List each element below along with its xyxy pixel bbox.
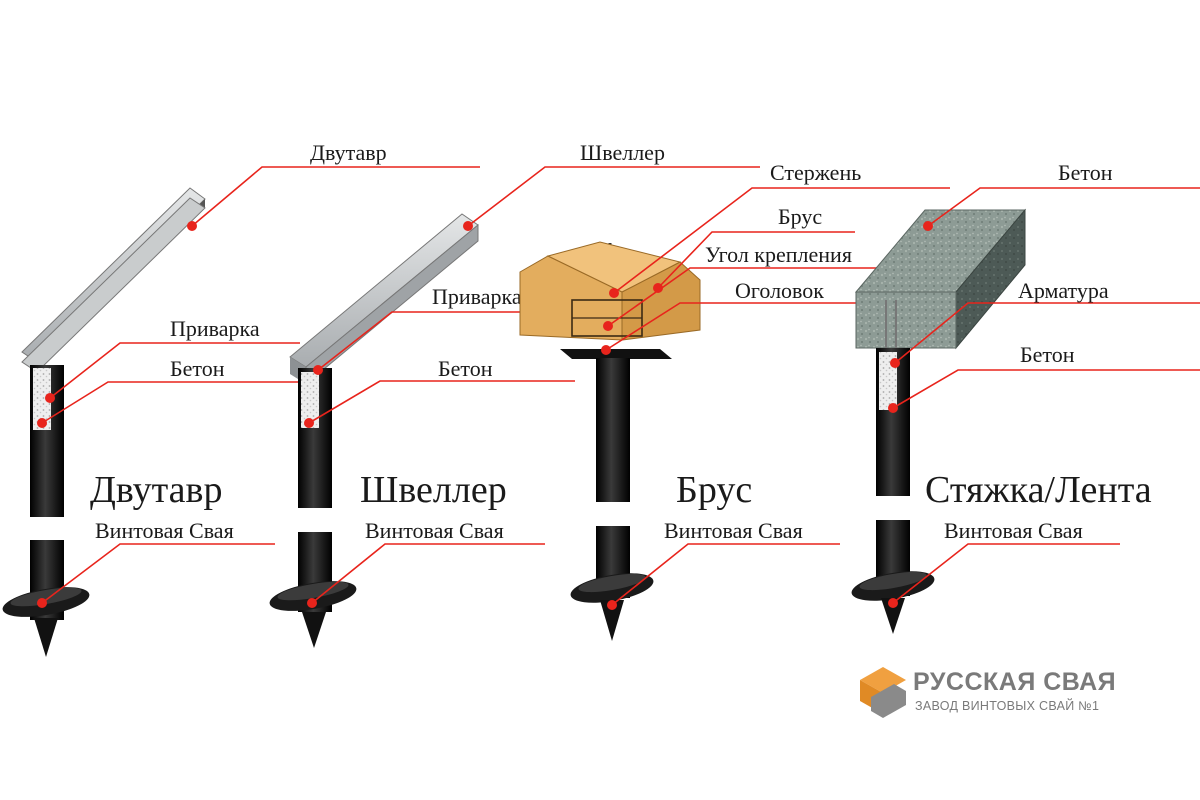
label-beam: Брус — [778, 204, 822, 229]
slab-front — [855, 291, 957, 349]
subtitle-pile-4: Винтовая Свая — [944, 518, 1083, 543]
label-i-beam: Двутавр — [310, 140, 387, 165]
leader-cap — [605, 302, 880, 351]
leader-i-beam — [191, 166, 480, 227]
label-rebar: Арматура — [1018, 278, 1109, 303]
leader-pile-3 — [611, 543, 840, 606]
label-concrete-4: Бетон — [1020, 342, 1075, 367]
pile-concrete-fill — [33, 368, 51, 430]
pile-upper-pipe — [596, 358, 630, 502]
pile-tip — [302, 612, 326, 648]
leader-concrete-2 — [308, 380, 575, 424]
subtitle-pile-2: Винтовая Свая — [365, 518, 504, 543]
leader-concrete-1 — [41, 381, 300, 424]
label-concrete-2: Бетон — [438, 356, 493, 381]
brand-logo: РУССКАЯ СВАЯ ЗАВОД ВИНТОВЫХ СВАЙ №1 — [860, 667, 1116, 718]
leader-pile-2 — [311, 543, 545, 604]
leader-pile-1 — [41, 543, 275, 604]
column-timber: Стержень Брус Угол крепления Оголовок Бр… — [519, 160, 950, 641]
title-timber: Брус — [676, 469, 752, 511]
label-bracket: Угол крепления — [705, 242, 852, 267]
label-rod: Стержень — [770, 160, 861, 185]
leader-channel — [467, 166, 760, 227]
leader-bracket — [607, 267, 880, 327]
title-channel: Швеллер — [360, 469, 507, 511]
title-i-beam: Двутавр — [90, 469, 222, 511]
pile-tip — [881, 598, 905, 634]
leader-pile-4 — [892, 543, 1120, 604]
brand-logo-icon — [860, 667, 906, 718]
subtitle-pile-1: Винтовая Свая — [95, 518, 234, 543]
brand-tagline: ЗАВОД ВИНТОВЫХ СВАЙ №1 — [915, 698, 1099, 713]
pile-cap — [560, 349, 672, 359]
brand-name: РУССКАЯ СВАЯ — [913, 668, 1116, 696]
pile-tip — [34, 618, 58, 657]
column-i-beam: Двутавр Приварка Бетон Двутавр Винтовая … — [2, 140, 480, 657]
label-concrete-1: Бетон — [170, 356, 225, 381]
pile-tip — [600, 600, 624, 641]
leader-rod — [613, 187, 950, 294]
leader-concrete-top — [927, 187, 1200, 227]
i-beam-bottom-flange — [21, 197, 206, 373]
timber-top — [546, 241, 682, 293]
column-channel: Швеллер Приварка Бетон Швеллер Винтовая … — [269, 140, 760, 648]
pile-concrete-fill — [301, 372, 319, 428]
leader-concrete-4 — [892, 369, 1200, 409]
leader-weld-2 — [317, 311, 545, 371]
leader-weld-1 — [49, 342, 300, 399]
title-strip: Стяжка/Лента — [925, 469, 1152, 511]
column-strip: Бетон Арматура Бетон Стяжка/Лента Винтов… — [851, 160, 1200, 634]
label-weld-1: Приварка — [170, 316, 260, 341]
leader-rebar — [894, 302, 1200, 364]
subtitle-pile-3: Винтовая Свая — [664, 518, 803, 543]
label-cap: Оголовок — [735, 278, 824, 303]
label-concrete-top: Бетон — [1058, 160, 1113, 185]
leader-beam — [657, 231, 855, 289]
label-weld-2: Приварка — [432, 284, 522, 309]
label-channel: Швеллер — [580, 140, 665, 165]
